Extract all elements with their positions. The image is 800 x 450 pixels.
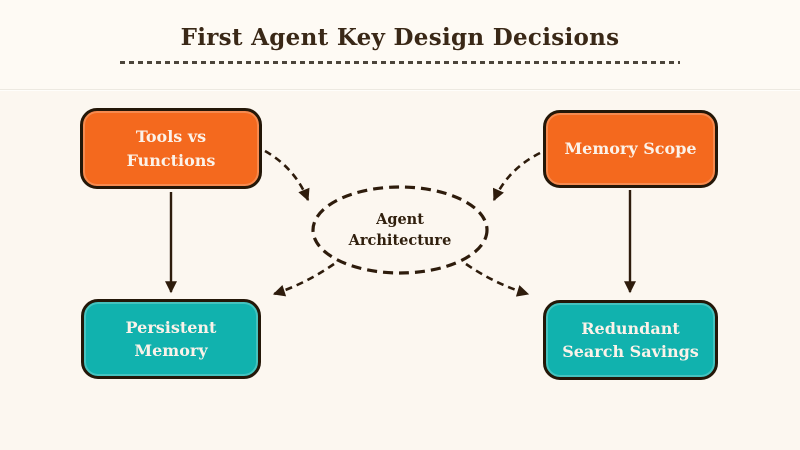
arrow-tools-to-architecture bbox=[264, 149, 310, 202]
page-title: First Agent Key Design Decisions bbox=[180, 24, 620, 51]
node-label: Memory Scope bbox=[564, 139, 697, 159]
title-underline-dashes bbox=[120, 61, 680, 64]
node-persistent-memory: Persistent Memory bbox=[81, 299, 261, 379]
arrow-architecture-to-persistent bbox=[272, 262, 335, 297]
agent-architecture-label: Agent Architecture bbox=[348, 210, 452, 249]
node-tools-vs-functions: Tools vs Functions bbox=[80, 108, 262, 189]
node-label: Redundant Search Savings bbox=[562, 318, 699, 361]
arrow-memscope-to-architecture bbox=[492, 151, 541, 202]
node-label: Persistent Memory bbox=[125, 317, 217, 360]
header-divider bbox=[0, 89, 800, 91]
header-band bbox=[0, 0, 800, 90]
node-memory-scope: Memory Scope bbox=[543, 110, 718, 188]
node-label: Tools vs Functions bbox=[126, 127, 216, 170]
arrow-architecture-to-redundant bbox=[465, 262, 530, 297]
agent-architecture-ellipse bbox=[311, 185, 489, 275]
node-redundant-search-savings: Redundant Search Savings bbox=[543, 300, 718, 380]
